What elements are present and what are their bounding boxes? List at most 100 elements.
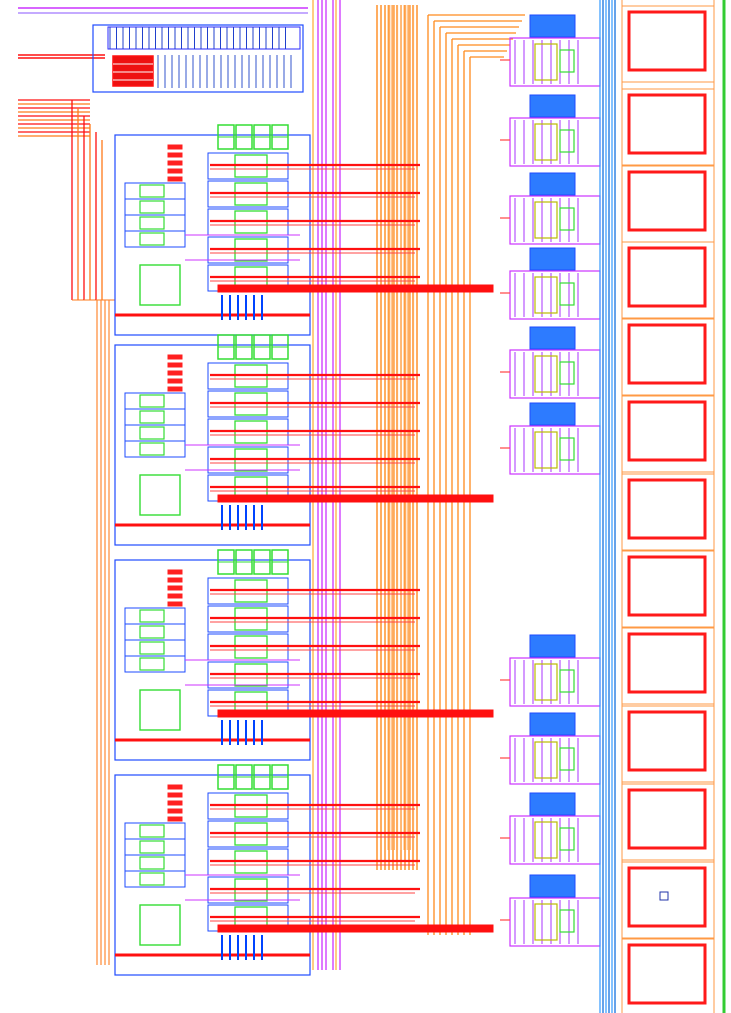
mini-cell [139, 426, 165, 440]
driver-active [559, 747, 575, 771]
mini-cell [139, 641, 165, 655]
poly-finger [167, 362, 183, 368]
io-pad [627, 170, 707, 232]
mini-cell [139, 394, 165, 408]
driver-nwell [534, 663, 558, 701]
driver-top-blue [529, 712, 576, 736]
poly-finger [167, 144, 183, 150]
core-block [114, 334, 494, 546]
driver-top-blue [529, 792, 576, 816]
driver-top-blue [529, 247, 576, 271]
driver-cells [500, 14, 601, 947]
poly-finger [167, 593, 183, 599]
driver-nwell [534, 43, 558, 81]
bottom-active [139, 689, 181, 731]
left-io-stack [18, 99, 115, 965]
driver-cell [500, 14, 601, 87]
io-pad [627, 710, 707, 772]
block-thick-bus [217, 494, 494, 503]
driver-active [559, 129, 575, 153]
mini-cell [139, 840, 165, 854]
header-frame [92, 24, 304, 93]
driver-cell [500, 792, 601, 865]
io-pad-column [599, 0, 726, 1013]
poly-finger [167, 816, 183, 822]
poly-finger [167, 585, 183, 591]
bus-lines [312, 0, 525, 970]
driver-cell [500, 874, 601, 947]
mini-cell [139, 824, 165, 838]
driver-active [559, 207, 575, 231]
mini-frame [124, 870, 186, 888]
pad-guard [621, 395, 715, 473]
pad-guard [621, 318, 715, 396]
pad-guard [621, 627, 715, 705]
poly-finger [167, 601, 183, 607]
driver-nwell [534, 431, 558, 469]
io-pad [627, 93, 707, 155]
poly-finger [167, 168, 183, 174]
pad-guard [621, 550, 715, 628]
mini-frame [124, 230, 186, 248]
block-frame [114, 774, 311, 976]
pad-guard [621, 861, 715, 939]
io-pad [627, 943, 707, 1005]
core-block [114, 764, 494, 976]
pad-guard [621, 473, 715, 551]
mini-frame [124, 440, 186, 458]
poly-finger [167, 354, 183, 360]
header-cells [107, 26, 301, 50]
driver-active [559, 361, 575, 385]
mini-cell [139, 872, 165, 886]
poly-finger [167, 800, 183, 806]
driver-nwell [534, 355, 558, 393]
bottom-active [139, 904, 181, 946]
driver-cell [500, 94, 601, 167]
core-block [114, 124, 494, 336]
block-thick-bus [217, 284, 494, 293]
driver-active [559, 669, 575, 693]
poly-finger [167, 378, 183, 384]
poly-finger [167, 386, 183, 392]
mini-cell [139, 625, 165, 639]
io-pad [627, 478, 707, 540]
bottom-active [139, 474, 181, 516]
pad-marker [659, 891, 669, 901]
block-frame [114, 134, 311, 336]
mini-cell [139, 216, 165, 230]
poly-finger [167, 152, 183, 158]
io-pad [627, 400, 707, 462]
poly-finger [167, 784, 183, 790]
driver-top-blue [529, 326, 576, 350]
io-pad [627, 323, 707, 385]
poly-finger [167, 569, 183, 575]
driver-cell [500, 402, 601, 475]
driver-nwell [534, 741, 558, 779]
driver-active [559, 49, 575, 73]
block-thick-bus [217, 709, 494, 718]
driver-nwell [534, 123, 558, 161]
io-pad [627, 632, 707, 694]
driver-nwell [534, 903, 558, 941]
mini-cell [139, 232, 165, 246]
driver-nwell [534, 276, 558, 314]
core-block [114, 549, 494, 761]
pad-guard [621, 705, 715, 783]
driver-top-blue [529, 14, 576, 38]
driver-top-blue [529, 402, 576, 426]
poly-finger [167, 176, 183, 182]
mini-cell [139, 410, 165, 424]
driver-active [559, 827, 575, 851]
block-frame [114, 344, 311, 546]
pad-guard [621, 783, 715, 861]
core-blocks [114, 124, 494, 976]
mini-cell [139, 442, 165, 456]
mini-cell [139, 856, 165, 870]
io-pad [627, 555, 707, 617]
pad-guard [621, 938, 715, 1013]
io-pad [627, 788, 707, 850]
driver-active [559, 282, 575, 306]
mini-cell [139, 657, 165, 671]
